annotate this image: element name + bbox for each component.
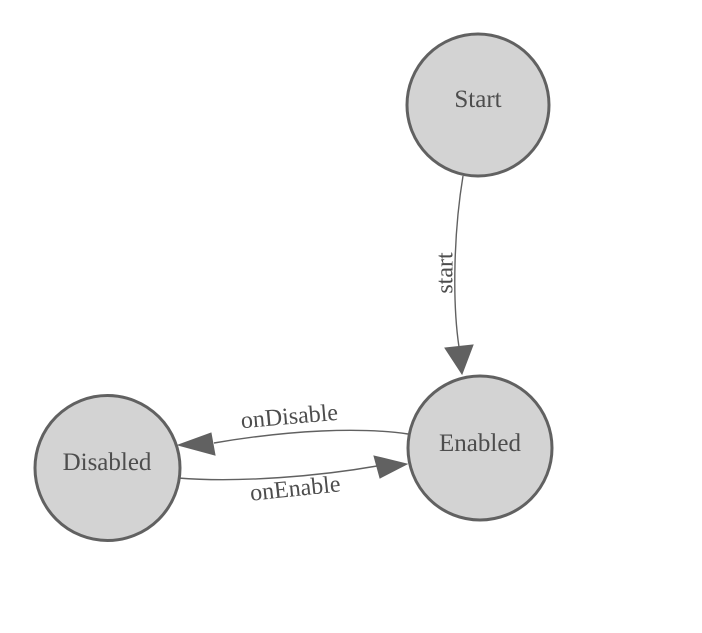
arrowhead-start-to-enabled (444, 344, 474, 376)
state-label-enabled: Enabled (439, 430, 521, 457)
transition-edge-onenable (177, 465, 378, 481)
state-node-start: Start (405, 32, 551, 178)
state-node-disabled: Disabled (33, 394, 182, 542)
edge-label-ondisable: onDisable (240, 400, 339, 434)
transition-disabled-to-enabled: onEnable (177, 455, 409, 507)
arrowhead-disabled-to-enabled (373, 455, 409, 479)
transition-start-to-enabled: start (433, 175, 474, 376)
state-circle-enabled (406, 374, 554, 522)
state-circle-start (405, 32, 551, 178)
transition-edge-start (454, 175, 464, 348)
transition-enabled-to-disabled: onDisable (176, 400, 409, 456)
state-label-start: Start (454, 86, 501, 113)
edge-label-onenable: onEnable (249, 471, 342, 506)
arrowhead-enabled-to-disabled (176, 432, 216, 456)
state-label-disabled: Disabled (63, 449, 152, 476)
edge-label-start: start (433, 252, 459, 294)
state-circle-disabled (33, 394, 182, 542)
state-node-enabled: Enabled (406, 374, 554, 522)
transition-edge-ondisable (213, 429, 409, 444)
